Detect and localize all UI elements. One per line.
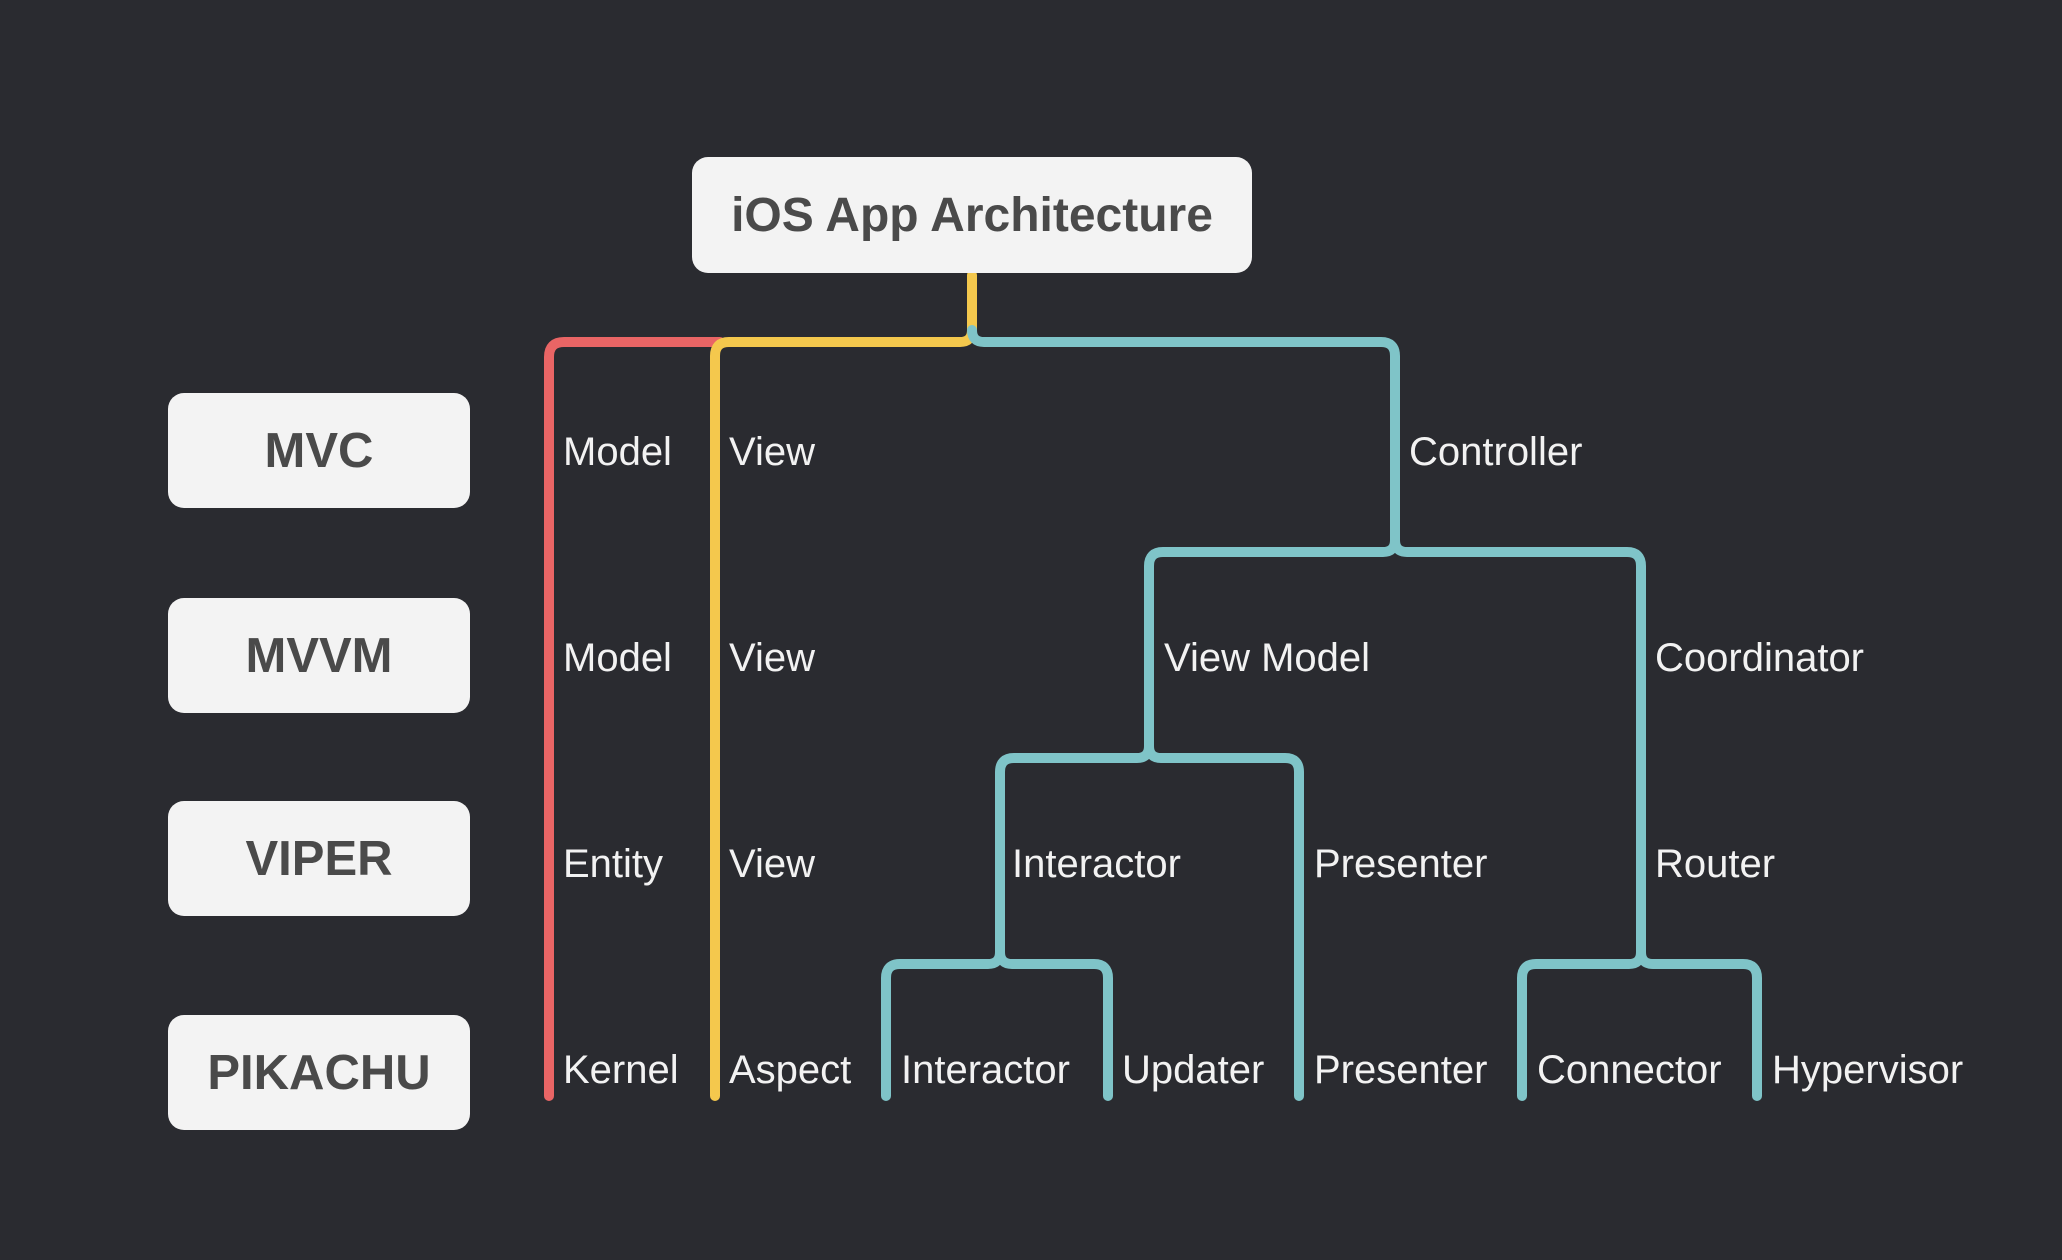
pikachu-kernel-label: Kernel	[563, 1048, 679, 1092]
pattern-mvvm: MVVM	[168, 598, 470, 713]
mvvm-view-model-label: View Model	[1164, 636, 1371, 680]
pikachu-connector-label: Connector	[1537, 1048, 1722, 1092]
root-node: iOS App Architecture	[692, 157, 1252, 273]
mvc-view-label: View	[729, 430, 815, 474]
viper-interactor-label: Interactor	[1012, 842, 1181, 886]
pikachu-aspect-label: Aspect	[729, 1048, 852, 1092]
hypervisor-line	[1636, 947, 1762, 1101]
viper-router-label: Router	[1655, 842, 1776, 886]
mvvm-coordinator-label: Coordinator	[1655, 636, 1865, 680]
mvvm-model-label: Model	[563, 636, 672, 680]
mvc-model-label: Model	[563, 430, 672, 474]
viper-entity-label: Entity	[563, 842, 664, 886]
presenter-branch-line	[1144, 741, 1304, 1101]
pattern-viper: VIPER	[168, 801, 470, 916]
viper-presenter-label: Presenter	[1314, 842, 1488, 886]
controller-branch-line	[967, 325, 1400, 751]
updater-line	[995, 947, 1113, 1101]
pikachu-updater-label: Updater	[1122, 1048, 1265, 1092]
model-branch-line	[544, 337, 725, 1101]
pattern-mvc: MVC	[168, 393, 470, 508]
mvc-controller-label: Controller	[1409, 430, 1583, 474]
pattern-pikachu: PIKACHU	[168, 1015, 470, 1130]
viper-view-label: View	[729, 842, 815, 886]
pikachu-interactor-label: Interactor	[901, 1048, 1070, 1092]
pikachu-presenter-label: Presenter	[1314, 1048, 1488, 1092]
view-branch-line	[710, 270, 977, 1101]
pikachu-hypervisor-label: Hypervisor	[1772, 1048, 1964, 1092]
mvvm-view-label: View	[729, 636, 815, 680]
coordinator-branch-line	[1390, 535, 1646, 957]
